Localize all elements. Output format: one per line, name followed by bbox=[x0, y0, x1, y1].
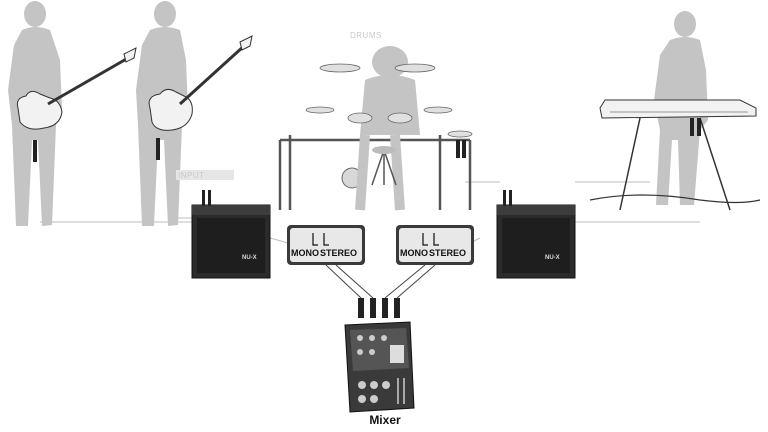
amp-brand-right: NU-X bbox=[545, 255, 560, 261]
svg-text:INPUT: INPUT bbox=[178, 171, 205, 180]
mixer-cables bbox=[325, 264, 436, 299]
mono-stereo-switch-left: MONO STEREO bbox=[287, 225, 365, 265]
connection-lines bbox=[40, 181, 700, 244]
mixer-device bbox=[344, 298, 415, 413]
switch-right-mono-label: MONO bbox=[400, 248, 428, 258]
keyboardist-silhouette bbox=[589, 11, 761, 211]
bass-guitar-icon bbox=[148, 35, 253, 160]
svg-text:DRUMS: DRUMS bbox=[350, 31, 382, 40]
input-tag: INPUT bbox=[176, 170, 234, 180]
mono-stereo-switch-right: MONO STEREO bbox=[396, 225, 474, 265]
amplifier-right: NU-X bbox=[496, 190, 576, 279]
switch-left-mono-label: MONO bbox=[291, 248, 319, 258]
amp-brand-left: NU-X bbox=[242, 255, 257, 261]
amplifier-left: NU-X bbox=[191, 190, 271, 279]
electric-guitar-icon bbox=[16, 47, 137, 162]
drummer-silhouette: DRUMS bbox=[278, 31, 473, 211]
switch-right-stereo-label: STEREO bbox=[429, 248, 466, 258]
switch-left-stereo-label: STEREO bbox=[320, 248, 357, 258]
mixer-label: Mixer bbox=[369, 413, 401, 427]
